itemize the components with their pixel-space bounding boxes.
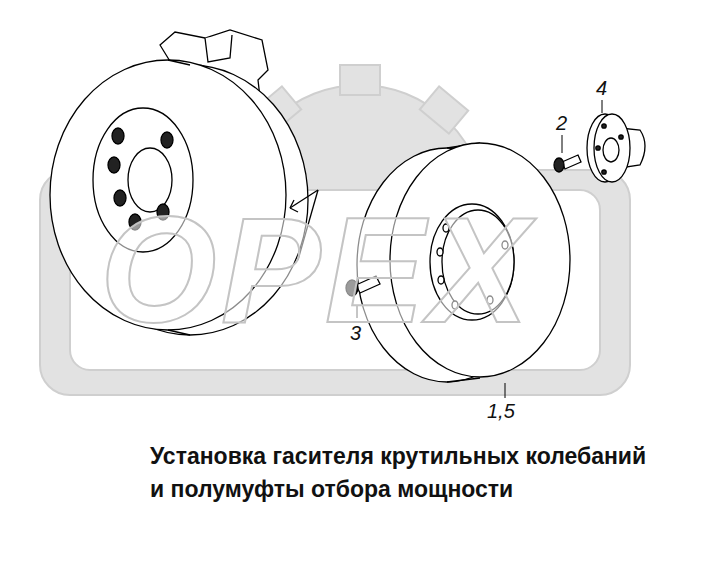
watermark: OPEX xyxy=(100,195,533,345)
callout-number: 2 xyxy=(556,112,567,134)
caption: Установка гасителя крутильных колебаний … xyxy=(150,440,650,506)
callout-number: 4 xyxy=(596,77,607,99)
half-coupling xyxy=(587,114,645,182)
watermark-gear xyxy=(40,65,630,395)
callout-number: 1,5 xyxy=(487,400,515,422)
bolt xyxy=(554,155,581,172)
